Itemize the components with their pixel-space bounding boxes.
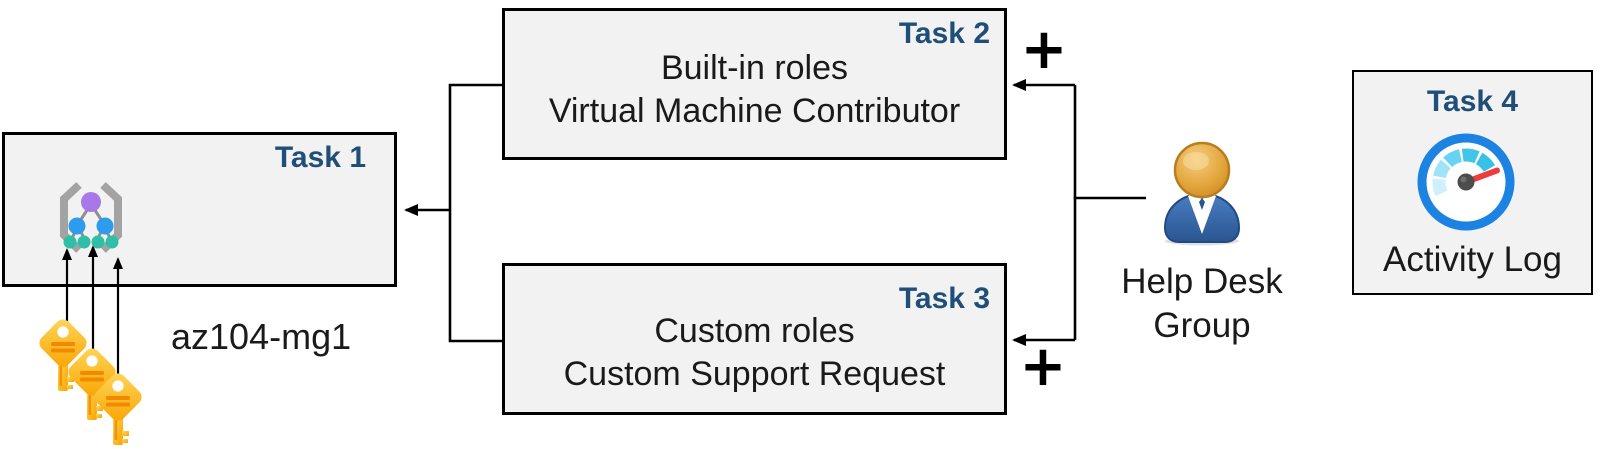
task3-text: Custom roles Custom Support Request [505,310,1004,396]
actor-label-line2: Group [1153,306,1251,345]
task4-box: Task 4 Activity Log [1352,70,1593,295]
task1-label: az104-mg1 [171,316,352,357]
task2-line1: Built-in roles [660,49,849,87]
task1-badge: Task 1 [274,141,366,174]
actor-label-line1: Help Desk [1121,262,1283,301]
task3-badge: Task 3 [898,282,990,315]
task4-label: Activity Log [1383,240,1562,279]
task3-line2: Custom Support Request [563,355,946,393]
key-icon [36,316,90,391]
plus-icon-task2: + [1020,17,1068,82]
key-icon [65,345,119,420]
task1-box: Task 1 az104-mg1 [2,132,397,357]
task2-line2: Virtual Machine Contributor [548,92,961,130]
connector-left-trunk [448,83,502,343]
actor-label: Help Desk Group [1102,260,1302,348]
task2-badge: Task 2 [898,17,990,50]
person-icon [1163,141,1241,246]
three-keys-icon [36,316,145,445]
key-icon [91,370,145,445]
plus-icon-task3: + [1019,334,1067,399]
task2-text: Built-in roles Virtual Machine Contribut… [505,47,1004,133]
task2-box: Task 2 Built-in roles Virtual Machine Co… [502,8,1007,160]
task3-box: Task 3 Custom roles Custom Support Reque… [502,263,1007,415]
task3-line1: Custom roles [654,312,855,350]
task4-badge: Task 4 [1426,85,1519,118]
